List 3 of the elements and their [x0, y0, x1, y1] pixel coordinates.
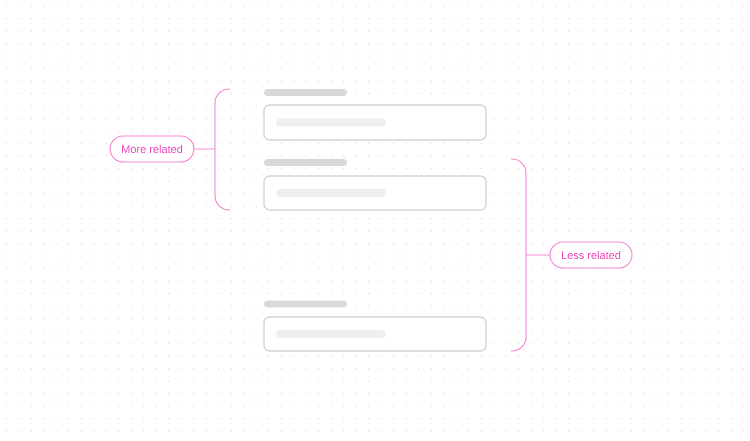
skeleton-bar [264, 89, 347, 96]
pill-label: Less related [549, 241, 632, 269]
pill-label: More related [110, 135, 194, 163]
